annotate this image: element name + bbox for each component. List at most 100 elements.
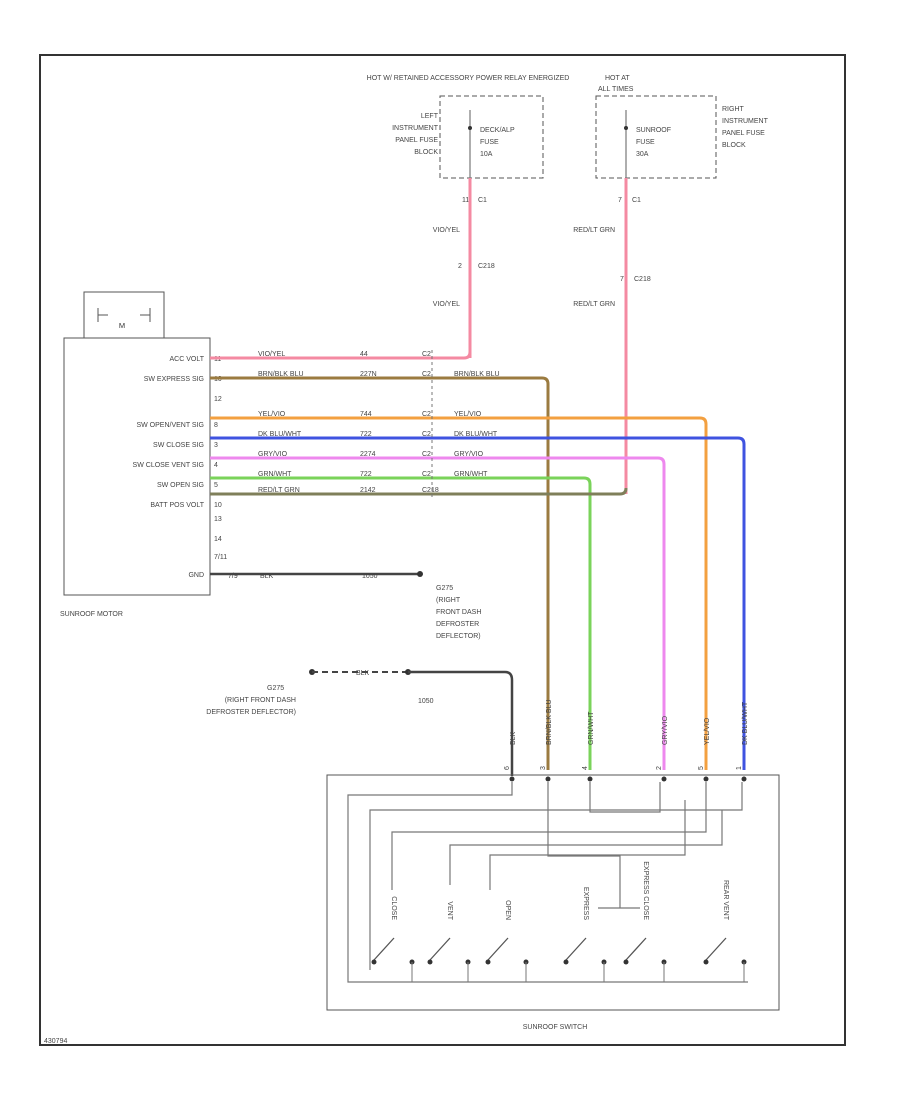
motor-pin-label: SW CLOSE VENT SIG <box>133 462 204 469</box>
motor-ground-desc-3: DEFROSTER <box>436 621 479 628</box>
switch-wire-label: GRN/WHT <box>588 711 595 745</box>
left-lower-wire-label: VIO/YEL <box>433 301 460 308</box>
left-fuse-label-1: DECK/ALP <box>480 127 515 134</box>
right-block-label-3: PANEL FUSE <box>722 130 765 137</box>
harness-wire <box>210 476 592 770</box>
left-fuse-dot <box>468 126 472 130</box>
switch-ground-splice: 1050 <box>418 698 434 705</box>
motor-pin-number: 7/11 <box>214 554 227 561</box>
right-junction-connector: C218 <box>634 276 651 283</box>
right-fuse-box <box>595 95 717 179</box>
motor-box <box>63 337 211 596</box>
harness-connector: C2 <box>422 451 431 458</box>
harness-wire-label: RED/LT GRN <box>258 487 300 494</box>
harness-wire-label: GRY/VIO <box>258 451 288 458</box>
switch-ground-desc-2: DEFROSTER DEFLECTOR) <box>206 709 296 716</box>
harness-out-label: YEL/VIO <box>454 411 482 418</box>
switch-ground-desc-1: (RIGHT FRONT DASH <box>225 697 296 704</box>
harness-connector: C2 <box>422 471 431 478</box>
right-block-label-2: INSTRUMENT <box>722 118 769 125</box>
harness-splice: 2142 <box>360 487 376 494</box>
switch-contact-dot <box>563 959 569 965</box>
right-hot-label-1: HOT AT <box>605 75 630 82</box>
feed-wires: VIO/YEL 2 C218 VIO/YEL RED/LT GRN 7 C218… <box>433 178 651 494</box>
switch-pin-dot <box>741 776 747 782</box>
left-fuse-box <box>439 95 544 179</box>
left-junction-connector: C218 <box>478 263 495 270</box>
switch-ground-wire-label: BLK <box>356 670 370 677</box>
switch-internal-wiring <box>347 782 748 983</box>
motor-pin-label: SW OPEN/VENT SIG <box>136 422 204 429</box>
harness-wire <box>210 351 472 360</box>
left-block-label-2: INSTRUMENT <box>392 125 439 132</box>
right-fuse-connector: C1 <box>632 197 641 204</box>
harness-splice: 44 <box>360 351 368 358</box>
motor-pin-number: 3 <box>214 442 218 449</box>
switch-pin-dot <box>509 776 515 782</box>
motor-ground: 7/9 BLK 1050 G275 (RIGHT FRONT DASH DEFR… <box>210 571 481 640</box>
right-fuse-label-2: FUSE <box>636 139 655 146</box>
switch-wire-label: YEL/VIO <box>704 717 711 745</box>
right-block-label-1: RIGHT <box>722 106 745 113</box>
switch-contact-label: REAR VENT <box>722 880 729 921</box>
motor-symbol-lines <box>97 308 151 322</box>
left-fuse-block: HOT W/ RETAINED ACCESSORY POWER RELAY EN… <box>367 75 570 204</box>
switch-contact-label: VENT <box>446 901 453 920</box>
harness-splice: 744 <box>360 411 372 418</box>
switch-pin-number: 3 <box>540 766 547 770</box>
harness-splice: 722 <box>360 431 372 438</box>
left-fuse-pin: 11 <box>462 197 469 204</box>
motor-pin-number: 4 <box>214 462 218 469</box>
harness-connector: C2 <box>422 411 431 418</box>
switch-contact-dot <box>623 959 629 965</box>
left-fuse-connector: C1 <box>478 197 487 204</box>
motor-ground-pin: 7/9 <box>228 573 238 580</box>
diagram-frame <box>39 54 846 1046</box>
right-fuse-label-3: 30A <box>636 151 649 158</box>
motor-symbol-letter: M <box>119 321 125 330</box>
switch-pin-number: 2 <box>656 766 663 770</box>
harness-wire-label: VIO/YEL <box>258 351 285 358</box>
switch-contact-blade <box>487 937 509 961</box>
switch-contact-label: CLOSE <box>390 896 397 920</box>
motor-pin-number: 14 <box>214 536 222 543</box>
switch-name: SUNROOF SWITCH <box>523 1024 588 1031</box>
switch-ground-ref: G275 <box>267 685 284 692</box>
switch-contact-blade <box>625 937 647 961</box>
right-hot-label-2: ALL TIMES <box>598 86 634 93</box>
motor-ground-dot <box>417 571 423 577</box>
harness-splice: 722 <box>360 471 372 478</box>
switch-wire-label: BLK <box>510 731 517 745</box>
left-block-label-4: BLOCK <box>414 149 438 156</box>
motor-pin-label: GND <box>188 572 204 579</box>
harness-splice: 2274 <box>360 451 376 458</box>
motor-name: SUNROOF MOTOR <box>60 611 123 618</box>
switch-pin-number: 6 <box>504 766 511 770</box>
left-junction: 2 <box>458 263 462 270</box>
harness-connector: C2 <box>422 431 431 438</box>
switch-contact-label: EXPRESS CLOSE <box>642 861 649 920</box>
harness-splice: 227N <box>360 371 377 378</box>
switch-contact-dot <box>427 959 433 965</box>
motor-pin-number: 12 <box>214 396 222 403</box>
motor-pin-label: SW OPEN SIG <box>157 482 204 489</box>
right-fuse-label-1: SUNROOF <box>636 127 671 134</box>
switch-contact-dot <box>485 959 491 965</box>
switch-pin-number: 5 <box>698 766 705 770</box>
harness-wire <box>210 456 666 770</box>
motor-ground-ref: G275 <box>436 585 453 592</box>
right-fuse-block: HOT AT ALL TIMES SUNROOF FUSE 30A RIGHT … <box>595 75 769 204</box>
harness-connector: C218 <box>422 487 439 494</box>
motor-ground-desc-4: DEFLECTOR) <box>436 633 481 640</box>
right-upper-wire-label: RED/LT GRN <box>573 227 615 234</box>
switch-contact-blade <box>429 937 451 961</box>
motor-ground-splice: 1050 <box>362 573 378 580</box>
motor-symbol-box <box>83 291 165 339</box>
left-block-label-1: LEFT <box>421 113 439 120</box>
switch-ground-wire <box>408 670 514 776</box>
